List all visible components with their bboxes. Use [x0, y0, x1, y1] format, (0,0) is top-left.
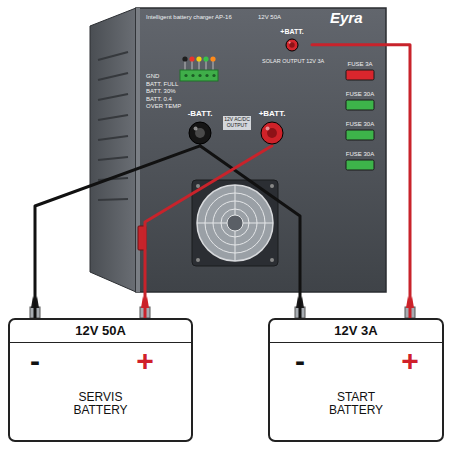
led-label: BATT. FULL	[146, 81, 178, 88]
front-panel	[136, 8, 386, 292]
led-label: BATT. 30%	[146, 88, 176, 95]
knob-body	[286, 39, 298, 51]
battery-cable	[35, 146, 200, 318]
terminal-label: -BATT.	[182, 110, 218, 119]
knob-shine	[289, 41, 291, 43]
led-label: BATT. 0.4	[146, 96, 172, 103]
rating-text: 12V 50A	[258, 14, 281, 21]
battery-posts	[30, 296, 415, 318]
knob-body	[261, 122, 283, 144]
polarity-sign: -	[30, 344, 40, 377]
knob-center	[289, 42, 294, 47]
battery-top-band	[10, 342, 191, 343]
terminal-knob	[187, 120, 213, 146]
output-terminal: +BATT.	[272, 28, 312, 53]
knob-shine	[266, 126, 270, 130]
terminal-label: +BATT.	[254, 110, 290, 119]
battery-cable	[312, 45, 410, 318]
positive-terminal: +BATT.	[252, 110, 292, 146]
charger-housing: +BATT. -BATT. +BATT. Intelligent battery ch…	[136, 8, 386, 292]
fuse-label: FUSE 3A	[340, 61, 380, 68]
fuse-label: FUSE 30A	[340, 121, 380, 128]
fuse-label: FUSE 30A	[340, 151, 380, 158]
battery-rating: 12V 3A	[334, 324, 377, 338]
battery-top-band	[270, 342, 442, 343]
battery-cable	[200, 146, 300, 318]
negative-terminal: -BATT.	[180, 110, 220, 146]
fuse-label: FUSE 30A	[340, 91, 380, 98]
housing-side	[90, 8, 136, 292]
battery-box: 12V 50A - + SERVIS BATTERY	[8, 318, 193, 442]
polarity-sign: +	[136, 344, 154, 377]
battery-name: SERVIS BATTERY	[63, 391, 139, 417]
knob-shine	[194, 126, 198, 130]
terminal-knob	[259, 120, 285, 146]
battery-rating: 12V 50A	[75, 324, 126, 338]
battery-name: START BATTERY	[318, 391, 394, 417]
brand-logo: Eyra	[330, 10, 363, 27]
polarity-sign: +	[401, 344, 419, 377]
terminal-knob	[284, 37, 300, 53]
output-tag: 12V AC/DC OUTPUT	[223, 116, 251, 130]
polarity-sign: -	[295, 344, 305, 377]
knob-body	[189, 122, 211, 144]
terminal-label: +BATT.	[274, 28, 310, 36]
led-block	[180, 56, 218, 81]
led-label: GND	[146, 73, 159, 80]
battery-cable	[145, 146, 272, 318]
battery-box: 12V 3A - + START BATTERY	[268, 318, 444, 442]
led-label: OVER TEMP	[146, 103, 181, 110]
output-label: SOLAR OUTPUT 12V 3A	[262, 58, 324, 64]
model-name: Intelligent battery charger AP-16	[146, 14, 232, 21]
